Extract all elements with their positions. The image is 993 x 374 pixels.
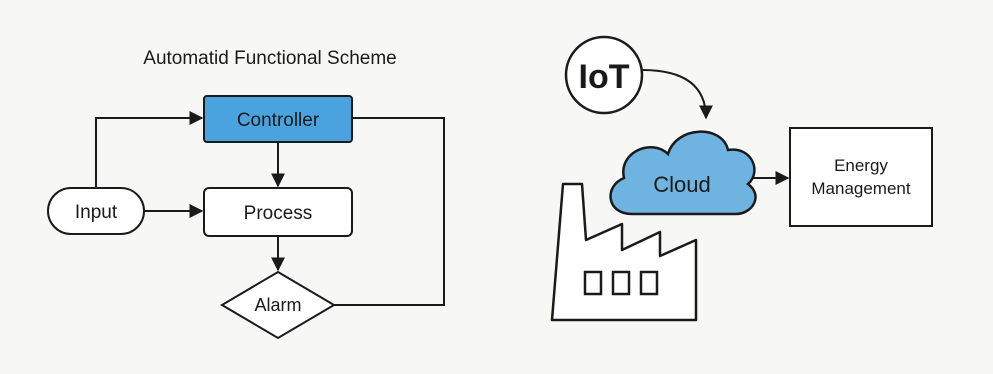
diagram-title: Automatid Functional Scheme (143, 48, 396, 69)
iot-label: IoT (579, 58, 630, 96)
cloud-node (609, 130, 757, 216)
alarm-label: Alarm (254, 295, 301, 315)
iot-to-cloud-arrow (641, 69, 713, 120)
energy-management-node (789, 127, 933, 227)
iot-node (564, 35, 644, 115)
factory-icon (550, 182, 698, 322)
input-label: Input (75, 202, 118, 223)
controller-label: Controller (237, 110, 320, 131)
energy-label-line2: Management (811, 179, 911, 198)
process-label: Process (244, 203, 313, 224)
energy-label-line1: Energy (834, 156, 888, 175)
cloud-label: Cloud (653, 172, 710, 197)
input-to-controller-arrow (95, 111, 204, 188)
alarm-node (220, 270, 336, 340)
alarm-feedback-line (334, 117, 445, 306)
